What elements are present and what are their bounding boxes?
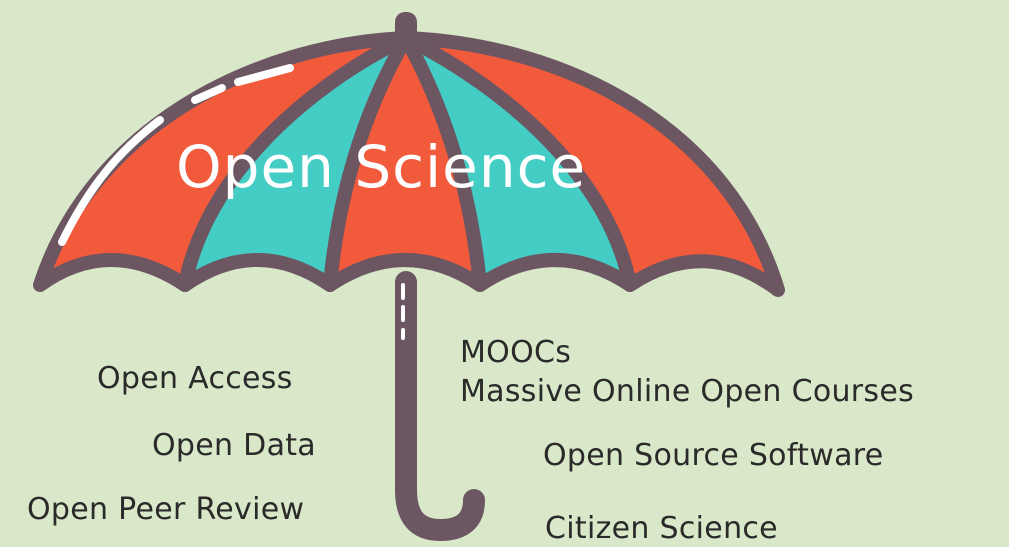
canopy-panel-5 bbox=[399, 31, 785, 297]
label-moocs: MOOCs bbox=[460, 335, 572, 370]
umbrella-shaft bbox=[395, 271, 485, 542]
label-citizen-science: Citizen Science bbox=[545, 511, 778, 546]
label-open-data: Open Data bbox=[152, 428, 316, 463]
label-open-source-software: Open Source Software bbox=[543, 438, 884, 473]
diagram-title: Open Science bbox=[176, 133, 587, 201]
canopy-highlight bbox=[58, 64, 294, 246]
label-moocs-full: Massive Online Open Courses bbox=[460, 374, 915, 409]
label-open-peer-review: Open Peer Review bbox=[27, 492, 305, 527]
umbrella-canopy bbox=[33, 31, 785, 297]
label-open-access: Open Access bbox=[97, 361, 293, 396]
